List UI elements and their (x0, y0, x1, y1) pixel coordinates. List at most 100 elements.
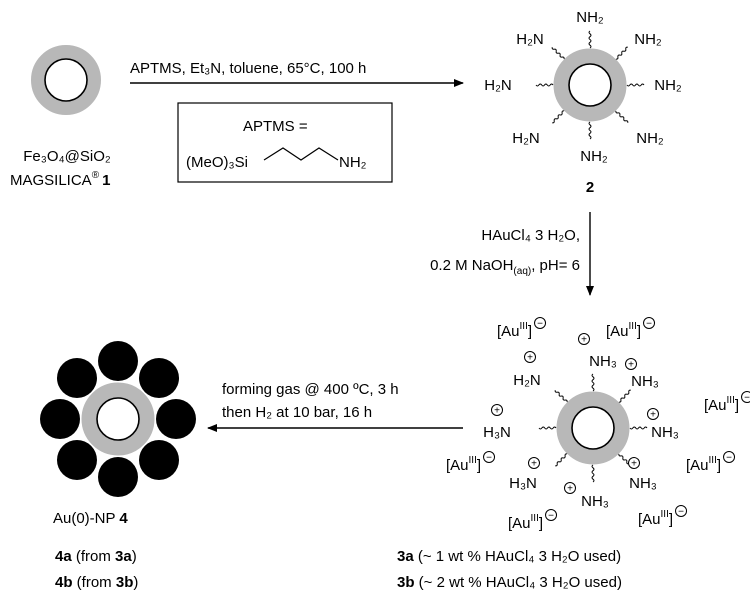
linker-bond (551, 47, 565, 60)
negative-charge-4: − (486, 453, 492, 464)
amine-group-3: NH₂ (634, 31, 662, 48)
linker-bond (591, 464, 595, 483)
compound-4-name: Au(0)-NP 4 (53, 510, 128, 527)
ammonium-group-7: NH₃ (629, 475, 657, 492)
negative-charge-7: − (678, 507, 684, 518)
gold-nanoparticle-label: Au0 (62, 368, 88, 387)
gold-counterion-4: [AuIII] (446, 455, 481, 474)
gold-nanoparticle-7: Au0 (40, 399, 80, 439)
compound-1-name: MAGSILICA®1 (10, 170, 110, 189)
gold-counterion-2: [AuIII] (606, 321, 641, 340)
positive-charge-1-circle (578, 333, 590, 345)
linker-bond (615, 46, 628, 60)
compound-3-particle: NH₃+H₂N+NH₃+H₃N+NH₃+H₃N+NH₃+NH₃+[AuIII]−… (446, 317, 750, 532)
compound-2-particle: NH₂ H₂N NH₂ H₂N NH₂ H₂N NH₂ NH₂ (484, 9, 682, 165)
amine-group-6: H₂N (512, 130, 540, 147)
amine-group-8: NH₂ (580, 148, 608, 165)
negative-charge-6-circle (545, 509, 558, 521)
positive-charge-5: + (650, 410, 656, 421)
negative-charge-2: − (646, 319, 652, 330)
gold-nanoparticle-label: Au0 (103, 351, 129, 370)
gold-nanoparticle-6: Au0 (56, 440, 97, 481)
step-1-conditions: APTMS, Et₃N, toluene, 65°C, 100 h (130, 60, 366, 77)
negative-charge-5-circle (723, 451, 736, 463)
linker-bond (554, 390, 568, 403)
step-2-line-1: HAuCl₄ 3 H₂O, (481, 227, 580, 244)
amine-group-1: NH₂ (576, 9, 604, 26)
step-3-line-1: forming gas @ 400 ºC, 3 h (222, 381, 399, 398)
positive-charge-3-circle (625, 358, 637, 370)
ammonium-group-6: H₃N (509, 475, 537, 492)
negative-charge-5: − (726, 453, 732, 464)
positive-charge-7-circle (628, 457, 640, 469)
amine-group-5: NH₂ (654, 77, 682, 94)
gold-nanoparticle-3: Au0 (156, 399, 196, 439)
note-3a: 3a (~ 1 wt % HAuCl₄ 3 H₂O used) (397, 548, 621, 565)
linker-bond (588, 30, 592, 49)
gold-nanoparticle-8: Au0 (56, 357, 97, 398)
positive-charge-4-circle (491, 404, 503, 416)
compound-1-formula: Fe₃O₄@SiO₂ (23, 148, 111, 165)
compound-1-particle (31, 45, 101, 115)
negative-charge-4-circle (483, 451, 496, 463)
negative-charge-3: − (744, 393, 750, 404)
negative-charge-2-circle (643, 317, 656, 329)
linker-bond (555, 453, 568, 467)
positive-charge-1: + (581, 335, 587, 346)
negative-charge-7-circle (675, 505, 688, 517)
step-2-line-2: 0.2 M NaOH(aq), pH= 6 (430, 257, 580, 277)
positive-charge-4: + (494, 406, 500, 417)
positive-charge-3: + (628, 360, 634, 371)
magnetite-core (568, 63, 612, 107)
positive-charge-6-circle (528, 457, 540, 469)
gold-nanoparticle-label: Au0 (62, 450, 88, 469)
gold-nanoparticle-5: Au0 (98, 457, 138, 497)
positive-charge-8-circle (564, 482, 576, 494)
ammonium-group-3: NH₃ (631, 373, 659, 390)
negative-charge-3-circle (741, 391, 750, 403)
ammonium-group-5: NH₃ (651, 424, 679, 441)
silica-shell (553, 48, 627, 122)
amine-group-4: H₂N (484, 77, 512, 94)
gold-counterion-6: [AuIII] (508, 513, 543, 532)
amine-group-7: NH₂ (636, 130, 664, 147)
gold-nanoparticle-label: Au0 (144, 368, 170, 387)
gold-nanoparticle-label: Au0 (45, 409, 71, 428)
aptms-box: APTMS = (MeO)₃Si NH₂ (177, 102, 393, 183)
note-3b: 3b (~ 2 wt % HAuCl₄ 3 H₂O used) (397, 574, 622, 591)
gold-nanoparticle-4: Au0 (139, 440, 180, 481)
ammonium-group-8: NH₃ (581, 493, 609, 510)
gold-counterion-1: [AuIII] (497, 321, 532, 340)
positive-charge-8: + (567, 484, 573, 495)
linker-bond (618, 389, 631, 403)
linker-bond (588, 121, 592, 140)
positive-charge-7: + (631, 459, 637, 470)
positive-charge-2: + (527, 353, 533, 364)
negative-charge-1: − (537, 319, 543, 330)
aptms-box-title: APTMS = (243, 118, 308, 135)
positive-charge-6: + (531, 459, 537, 470)
ammonium-group-2: H₂N (513, 372, 541, 389)
positive-charge-2-circle (524, 351, 536, 363)
linker-bond (591, 373, 595, 392)
gold-nanoparticle-label: Au0 (144, 450, 170, 469)
linker-bond (615, 110, 629, 123)
aptms-box-amine: NH₂ (339, 154, 367, 171)
step-3-line-2: then H₂ at 10 bar, 16 h (222, 404, 372, 421)
silica-shell (556, 391, 630, 465)
linker-bond (626, 83, 645, 87)
compound-4a-source: 4a (from 3a) (55, 548, 137, 565)
silica-shell (81, 382, 155, 456)
aptms-box-formula: (MeO)₃Si (186, 154, 248, 171)
gold-nanoparticle-1: Au0 (98, 341, 138, 381)
positive-charge-5-circle (647, 408, 659, 420)
linker-bond (535, 83, 554, 87)
compound-2-number: 2 (586, 179, 594, 196)
amine-group-2: H₂N (516, 31, 544, 48)
linker-bond (538, 426, 557, 430)
gold-counterion-5: [AuIII] (686, 455, 721, 474)
gold-nanoparticle-2: Au0 (139, 357, 180, 398)
magnetite-core (96, 397, 140, 441)
